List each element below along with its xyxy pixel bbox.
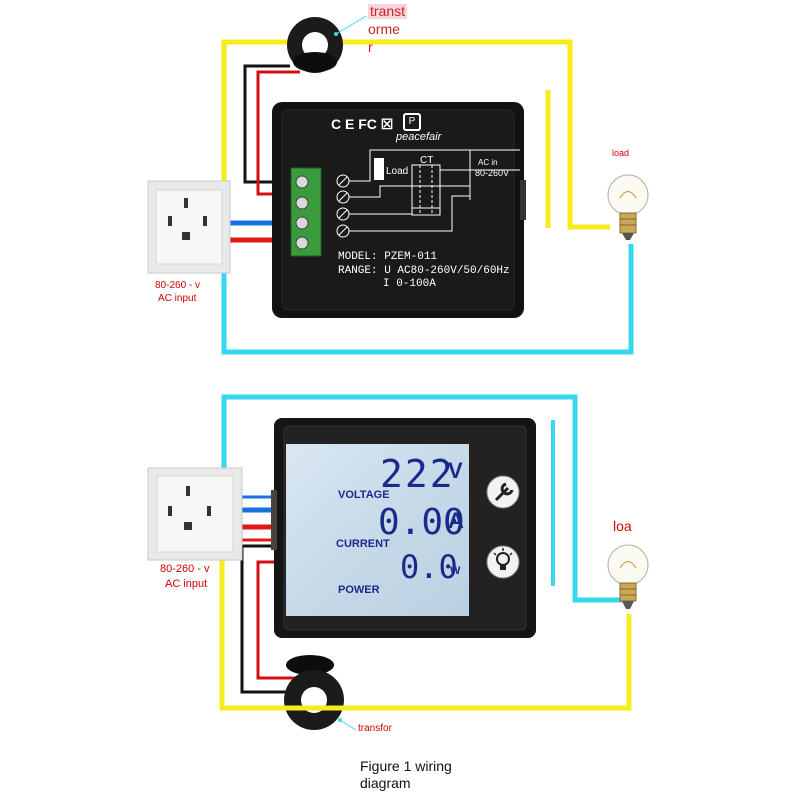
top-transformer-pointer	[335, 15, 367, 35]
top-bulb-icon	[607, 174, 649, 240]
bottom-black-wire	[240, 544, 296, 694]
top-range-line-1: RANGE: U AC80-260V/50/60Hz	[338, 265, 510, 277]
bottom-transformer-pointer	[339, 719, 357, 731]
top-device-side-tab	[520, 180, 526, 220]
figure-caption-line-1: Figure 1 wiring	[360, 758, 452, 774]
bottom-yellow-wire	[219, 535, 632, 711]
figure-caption-line-2: diagram	[360, 775, 411, 791]
top-yellow-wire	[221, 39, 610, 230]
top-brand-name: peacefair	[396, 131, 442, 143]
bottom-red-wire	[256, 560, 300, 680]
top-cert-marks: C E FC ☒	[331, 116, 394, 132]
voltage-value: 222	[380, 452, 455, 496]
top-model-line: MODEL: PZEM-011	[338, 251, 438, 263]
current-unit: A	[448, 508, 464, 533]
top-transformer-label: transt	[368, 3, 408, 19]
top-schematic-acrange: 80-260V	[475, 168, 510, 178]
top-brand-logo: P	[403, 113, 421, 131]
power-label: POWER	[338, 584, 380, 596]
top-current-transformer	[287, 17, 343, 73]
top-ac-range-label: 80-260 - v	[155, 280, 201, 291]
bottom-ac-input-label: AC input	[165, 578, 208, 590]
top-transformer-label-line-1: transt	[370, 3, 406, 19]
power-unit: W	[450, 565, 461, 577]
top-device-body	[272, 102, 524, 318]
current-value: 0.00	[378, 502, 465, 543]
power-value: 0.0	[400, 548, 458, 586]
top-schematic-acin: AC in	[478, 158, 498, 167]
bottom-load-label: loa	[613, 518, 632, 534]
top-transformer-label-line-2: orme	[368, 21, 400, 37]
bottom-wall-socket	[147, 467, 243, 561]
top-schematic-ct: CT	[420, 155, 434, 166]
top-wall-socket	[147, 180, 231, 274]
bottom-current-transformer	[284, 655, 344, 730]
top-ac-input-label: AC input	[158, 293, 197, 304]
current-label: CURRENT	[336, 538, 390, 550]
bottom-ac-range-label: 80-260 - v	[160, 563, 210, 575]
voltage-unit: V	[448, 458, 463, 483]
top-black-wire	[243, 64, 290, 184]
top-range-line-2: I 0-100A	[383, 278, 436, 290]
top-transformer-label-line-3: r	[368, 39, 373, 55]
voltage-label: VOLTAGE	[338, 489, 390, 501]
wrench-button	[486, 475, 520, 509]
top-schematic-load: Load	[386, 166, 409, 177]
bottom-transformer-label: transfor	[358, 723, 392, 734]
top-cyan-wire	[221, 244, 634, 355]
lightbulb-button	[486, 545, 520, 579]
bottom-cyan-wire	[221, 394, 631, 603]
top-load-label: load	[612, 148, 630, 158]
bottom-bulb-icon	[607, 544, 649, 609]
